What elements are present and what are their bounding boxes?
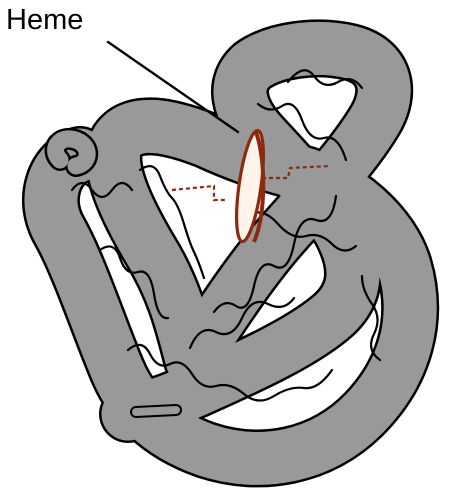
protein-ribbon xyxy=(51,48,410,458)
heme-link-left xyxy=(172,186,226,200)
ribbon-c-terminus-fill xyxy=(136,410,176,412)
heme-label: Heme xyxy=(6,6,83,35)
